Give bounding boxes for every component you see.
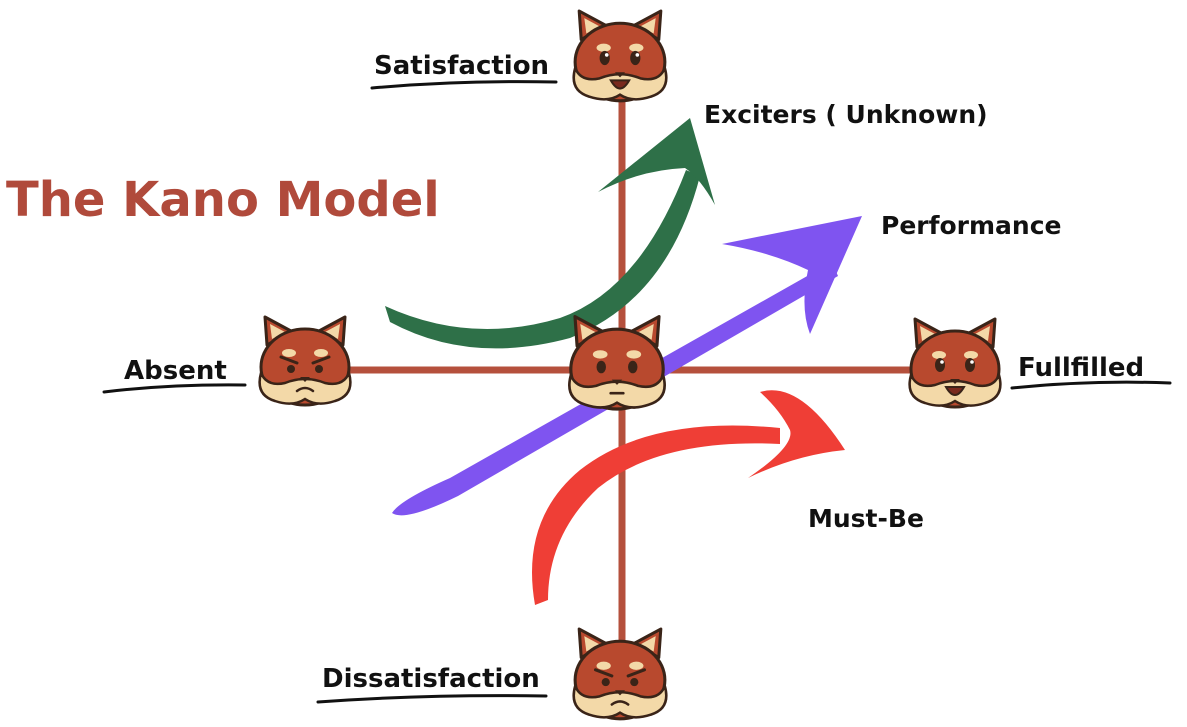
diagram-title: The Kano Model [6, 172, 440, 228]
underline-right [1010, 380, 1172, 390]
underline-top [370, 80, 558, 90]
neutral-face-icon [569, 316, 665, 409]
label-exciters: Exciters ( Unknown) [704, 100, 988, 129]
angry-face-icon [573, 629, 667, 719]
axis-label-bottom: Dissatisfaction [322, 664, 540, 694]
label-must-be: Must-Be [808, 504, 924, 533]
axis-label-left: Absent [124, 356, 227, 386]
exciters-arrow [385, 118, 715, 349]
axis-label-right: Fullfilled [1018, 353, 1144, 383]
underline-left [102, 383, 247, 394]
must-be-arrow [532, 390, 845, 605]
label-performance: Performance [881, 211, 1061, 240]
axis-label-top: Satisfaction [374, 51, 549, 81]
happy-face-icon [573, 11, 667, 101]
underline-bottom [316, 694, 548, 704]
angry-face-icon [259, 317, 351, 405]
happy-face-icon [909, 319, 1001, 407]
